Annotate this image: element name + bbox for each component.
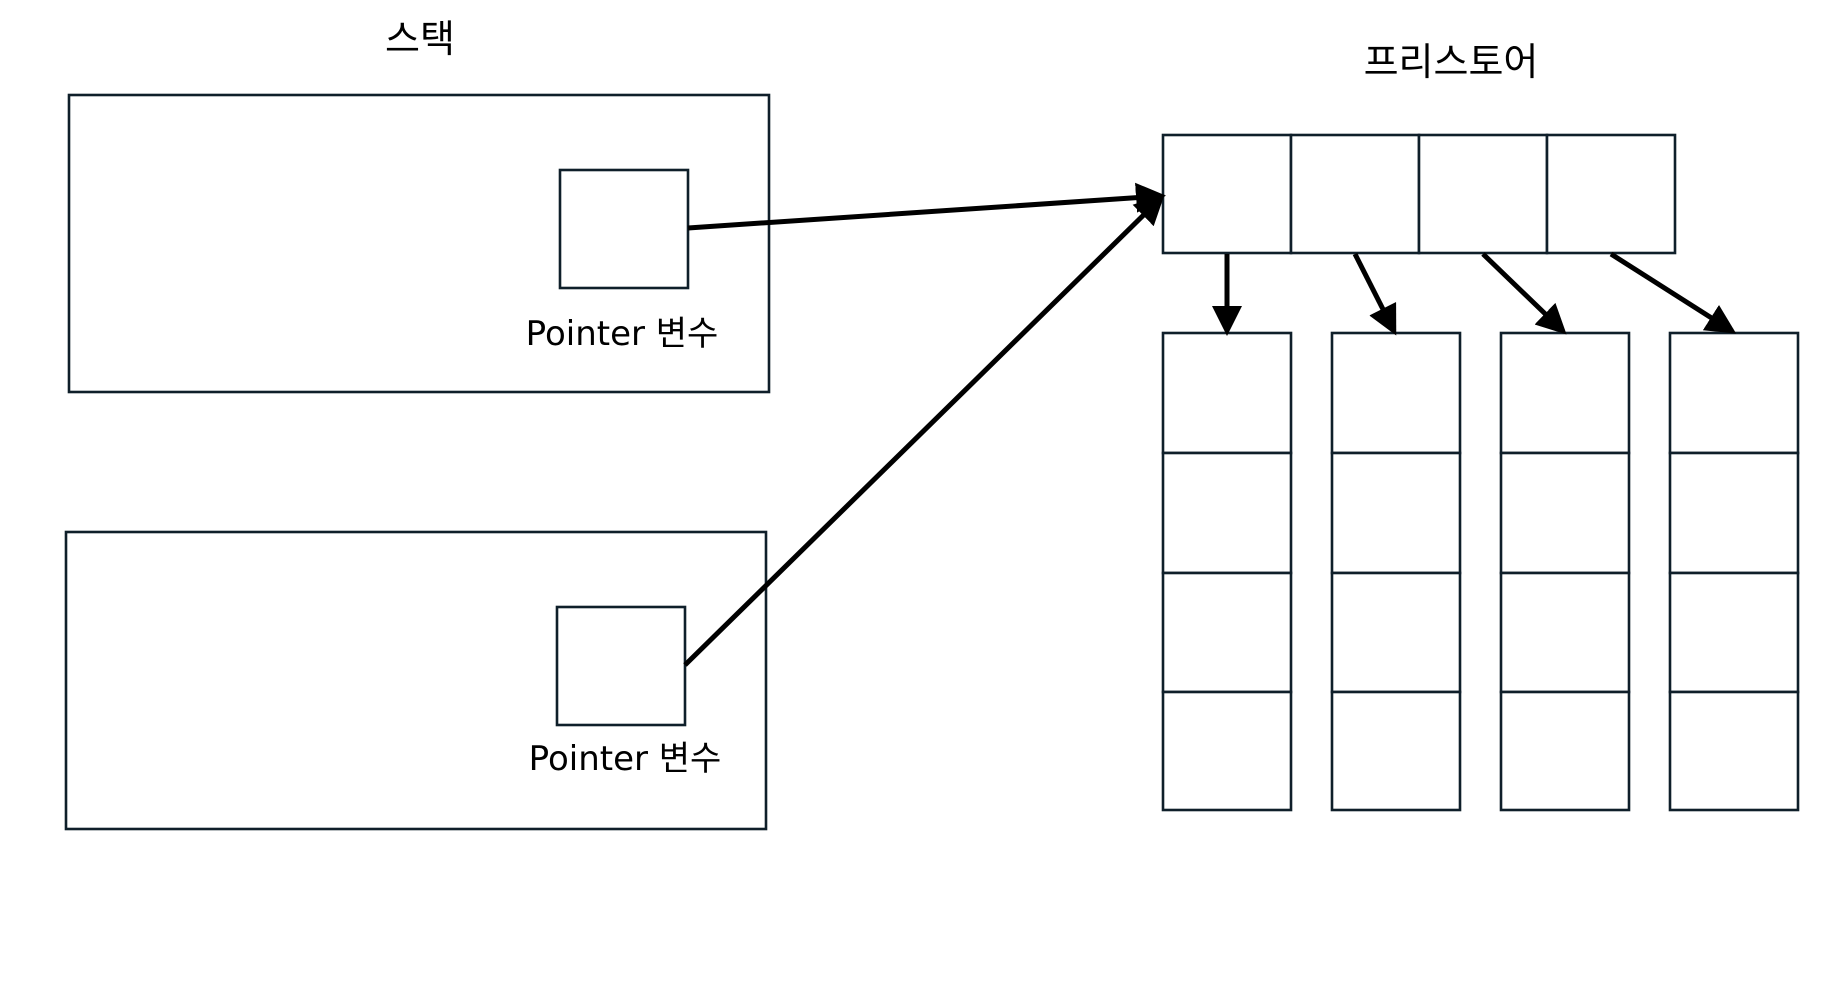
pointer-array-cell [1289,133,1421,255]
stack-frame-2-box [64,530,768,831]
sub-array-cell [1161,451,1293,575]
stack-frame-1: Pointer 변수 [67,93,771,394]
pointer-variable-1 [558,168,690,290]
stack-title: 스택 [385,17,455,61]
sub-array-cell [1330,571,1462,694]
pointer-array-cell [1417,133,1549,255]
sub-array-1 [1161,331,1293,812]
sub-array-cell [1330,690,1462,812]
arrow-cell-4-to-sub-array-4 [1609,251,1737,334]
sub-array-cell [1161,571,1293,694]
pointer-array-cell [1545,133,1677,255]
arrow-cell-3-to-sub-array-3 [1481,252,1567,335]
sub-array-cell [1330,331,1462,455]
free-store-section: 프리스토어 [1161,40,1800,812]
sub-array-cell [1499,451,1631,575]
sub-array-cell [1668,690,1800,812]
sub-array-cell [1161,331,1293,455]
sub-array-3 [1499,331,1631,812]
sub-array-cell [1499,690,1631,812]
pointer-array-cell [1161,133,1293,255]
sub-array-2 [1330,331,1462,812]
sub-array-cell [1499,571,1631,694]
sub-array-cell [1499,331,1631,455]
pointer-array [1161,133,1677,255]
arrow-pointer-1-to-array [687,182,1166,231]
sub-array-4 [1668,331,1800,812]
pointer-variable-1-label: Pointer 변수 [526,314,719,354]
arrow-pointer-2-to-array [683,194,1165,667]
arrows [683,182,1737,667]
pointer-variable-2 [555,605,687,727]
stack-frame-2: Pointer 변수 [64,530,768,831]
sub-array-cell [1668,571,1800,694]
sub-array-cell [1668,331,1800,455]
sub-array-cell [1668,451,1800,575]
sub-array-cell [1161,690,1293,812]
stack-frame-1-box [67,93,771,394]
stack-section: 스택 Pointer 변수 Pointer 변수 [64,17,771,831]
arrow-cell-2-to-sub-array-2 [1352,252,1397,336]
free-store-title: 프리스토어 [1364,40,1539,84]
pointer-variable-2-label: Pointer 변수 [529,739,722,779]
sub-array-cell [1330,451,1462,575]
